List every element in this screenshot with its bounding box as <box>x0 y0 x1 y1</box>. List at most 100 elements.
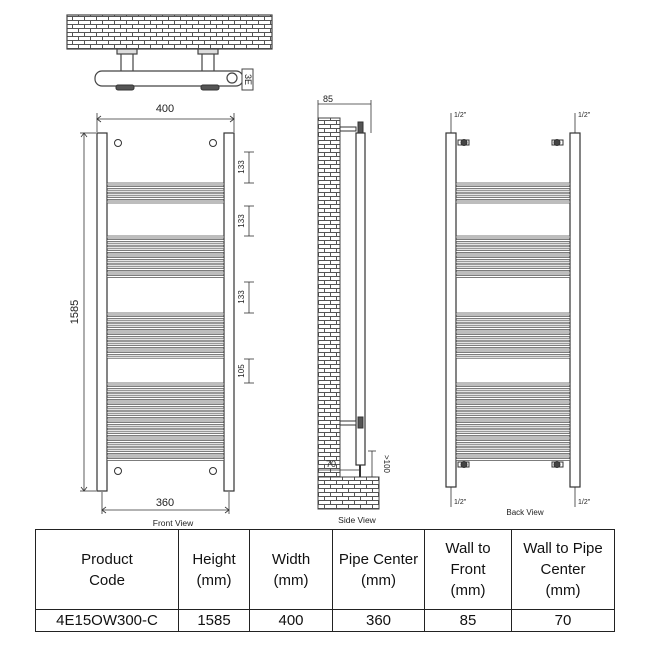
towel-bar <box>106 239 225 242</box>
towel-bar <box>455 250 571 253</box>
towel-bar <box>455 348 571 352</box>
back-view-bars <box>455 182 571 461</box>
towel-bar <box>455 415 571 418</box>
towel-bar <box>455 389 571 393</box>
towel-bar <box>455 433 571 436</box>
front-left-rail <box>96 132 108 492</box>
towel-bar <box>455 454 571 458</box>
front-pipe-center-dim: 360 <box>156 497 174 509</box>
towel-bar <box>455 319 571 323</box>
side-wall <box>317 117 341 478</box>
spec-header-height: Height (mm) <box>178 529 250 610</box>
front-bracket-tl <box>114 139 122 147</box>
front-bracket-tr <box>209 139 217 147</box>
towel-bar <box>455 271 571 275</box>
towel-bar <box>106 443 225 447</box>
back-pipe-label-tl: 1/2" <box>454 112 467 119</box>
towel-bar <box>455 436 571 440</box>
towel-bar <box>455 264 571 268</box>
side-wall-to-front-dim: 85 <box>323 94 333 104</box>
front-width-dim: 400 <box>156 103 174 115</box>
towel-bar <box>455 246 571 250</box>
back-view-caption: Back View <box>506 508 543 517</box>
towel-bar <box>455 425 571 429</box>
towel-bar <box>455 268 571 271</box>
towel-bar <box>106 312 225 316</box>
towel-bar <box>106 319 225 323</box>
towel-bar <box>106 433 225 436</box>
towel-bar <box>106 337 225 341</box>
top-view: 3E <box>66 14 273 91</box>
towel-bar <box>106 454 225 458</box>
front-bracket-bl <box>114 467 122 475</box>
front-view-caption: Front View <box>153 518 194 528</box>
towel-bar <box>106 345 225 348</box>
back-left-rail <box>445 132 457 488</box>
towel-bar <box>455 242 571 246</box>
towel-bar <box>106 418 225 422</box>
spec-cell-pipe-center: 360 <box>332 609 425 632</box>
towel-bar <box>106 189 225 193</box>
front-gap-dim-3: 133 <box>237 290 246 304</box>
towel-bar <box>455 411 571 415</box>
spec-header-wall-to-pipe-center: Wall to Pipe Center (mm) <box>511 529 615 610</box>
towel-bar <box>106 348 225 352</box>
top-view-end-cap <box>226 72 238 84</box>
towel-bar <box>455 186 571 189</box>
spec-header-wall-to-front: Wall to Front (mm) <box>424 529 512 610</box>
towel-bar <box>106 264 225 268</box>
towel-bar <box>106 451 225 454</box>
towel-bar <box>106 436 225 440</box>
spec-cell-wall-to-front: 85 <box>424 609 512 632</box>
towel-bar <box>106 382 225 386</box>
towel-bar <box>106 323 225 327</box>
towel-bar <box>106 422 225 425</box>
towel-bar <box>455 382 571 386</box>
towel-bar <box>455 397 571 400</box>
towel-bar <box>106 415 225 418</box>
spec-cell-width: 400 <box>249 609 333 632</box>
top-view-badge-box <box>241 68 254 91</box>
towel-bar <box>455 341 571 345</box>
towel-bar <box>455 337 571 341</box>
spec-header-product-code: Product Code <box>35 529 179 610</box>
front-gap-dim-4: 105 <box>237 364 246 378</box>
towel-bar <box>106 447 225 451</box>
towel-bar <box>455 312 571 316</box>
towel-bar <box>106 411 225 415</box>
towel-bar <box>455 257 571 260</box>
towel-bar <box>455 275 571 278</box>
towel-bar <box>455 330 571 334</box>
top-view-badge: 3E <box>243 74 253 85</box>
towel-bar <box>455 451 571 454</box>
front-view: 400 1585 <box>69 103 254 528</box>
towel-bar <box>455 182 571 186</box>
back-pipe-label-tr: 1/2" <box>578 112 591 119</box>
back-view: 1/2" 1/2" 1/2" 1/2" Back View <box>445 112 591 517</box>
towel-bar <box>106 404 225 407</box>
towel-bar <box>106 246 225 250</box>
towel-bar <box>106 197 225 200</box>
towel-bar <box>106 458 225 461</box>
spec-cell-product-code: 4E15OW300-C <box>35 609 179 632</box>
towel-bar <box>106 327 225 330</box>
towel-bar <box>106 386 225 389</box>
spec-table-header-row: Product Code Height (mm) Width (mm) Pipe… <box>35 529 615 610</box>
towel-bar <box>106 275 225 278</box>
towel-bar <box>106 341 225 345</box>
towel-bar <box>455 386 571 389</box>
towel-bar <box>106 235 225 239</box>
side-radiator-body <box>355 132 366 466</box>
towel-bar <box>455 189 571 193</box>
towel-bar <box>106 193 225 197</box>
technical-drawing: 3E 400 1585 <box>66 14 591 528</box>
front-view-bars <box>106 182 225 461</box>
towel-bar <box>106 271 225 275</box>
towel-bar <box>106 355 225 359</box>
spec-header-pipe-center: Pipe Center (mm) <box>332 529 425 610</box>
towel-bar <box>455 235 571 239</box>
towel-bar <box>455 200 571 204</box>
towel-bar <box>455 429 571 433</box>
towel-bar <box>455 260 571 264</box>
towel-bar <box>106 400 225 404</box>
